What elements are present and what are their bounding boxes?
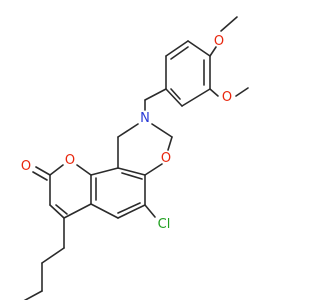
bond-c-o-carbonyl-b (32, 171, 48, 181)
molecule-drawing: O O N O O O Cl (21, 16, 249, 300)
atom-labels: O O N O O O Cl (21, 34, 232, 232)
bond-o-oxazine-ar (144, 163, 163, 176)
bond-benzyl-ring-2 (181, 88, 211, 107)
bond-benzyl-ring-3 (165, 88, 183, 107)
bond-core-6 (90, 167, 119, 176)
atom-cl: Cl (158, 217, 171, 232)
bond-core-1 (117, 167, 146, 176)
bond-o-lactone-co (49, 164, 64, 176)
bond-ar-o-lactone (76, 164, 92, 176)
bond-o-ch3-mid (235, 87, 249, 97)
bond-core-3 (117, 204, 146, 219)
bond-benzyl-ring-6 (187, 40, 211, 57)
structure-canvas: O O N O O O Cl (21, 16, 249, 300)
atom-o-carbonyl: O (21, 159, 31, 174)
bond-core-4 (90, 203, 119, 219)
bond-benzyl-ring-5 (165, 40, 189, 57)
bond-ch-cbutyl-inner (55, 204, 68, 215)
bond-c-o-carbonyl-a (35, 166, 51, 176)
atom-n-ring: N (140, 111, 150, 126)
bond-n-ch2-right (151, 123, 173, 138)
bond-butyl-2 (41, 247, 65, 264)
atom-o-methoxy-top: O (214, 34, 224, 49)
bond-ch-cbutyl (49, 204, 65, 219)
bond-cbutyl-ar (63, 203, 92, 219)
atom-o-methoxy-mid: O (222, 90, 232, 105)
bond-aryl-o-mid (209, 88, 219, 97)
bond-c-cl (144, 204, 156, 218)
bond-core-1-inner (121, 172, 143, 180)
bond-benzyl-ring-3-inner (170, 88, 181, 100)
bond-butyl-4 (23, 290, 43, 300)
bond-n-ch2-left (117, 123, 139, 138)
atom-o-lactone: O (65, 153, 75, 168)
bond-ch2-o-oxazine (167, 136, 173, 151)
atom-o-oxazine: O (161, 151, 171, 166)
bonds (23, 16, 249, 300)
bond-o-aryl-top (209, 46, 217, 57)
bond-ring-ch2 (144, 88, 167, 101)
bond-benzyl-ring-5-inner (170, 46, 189, 60)
bond-ch3-o-top (220, 16, 238, 32)
bond-core-3-inner (117, 202, 141, 214)
